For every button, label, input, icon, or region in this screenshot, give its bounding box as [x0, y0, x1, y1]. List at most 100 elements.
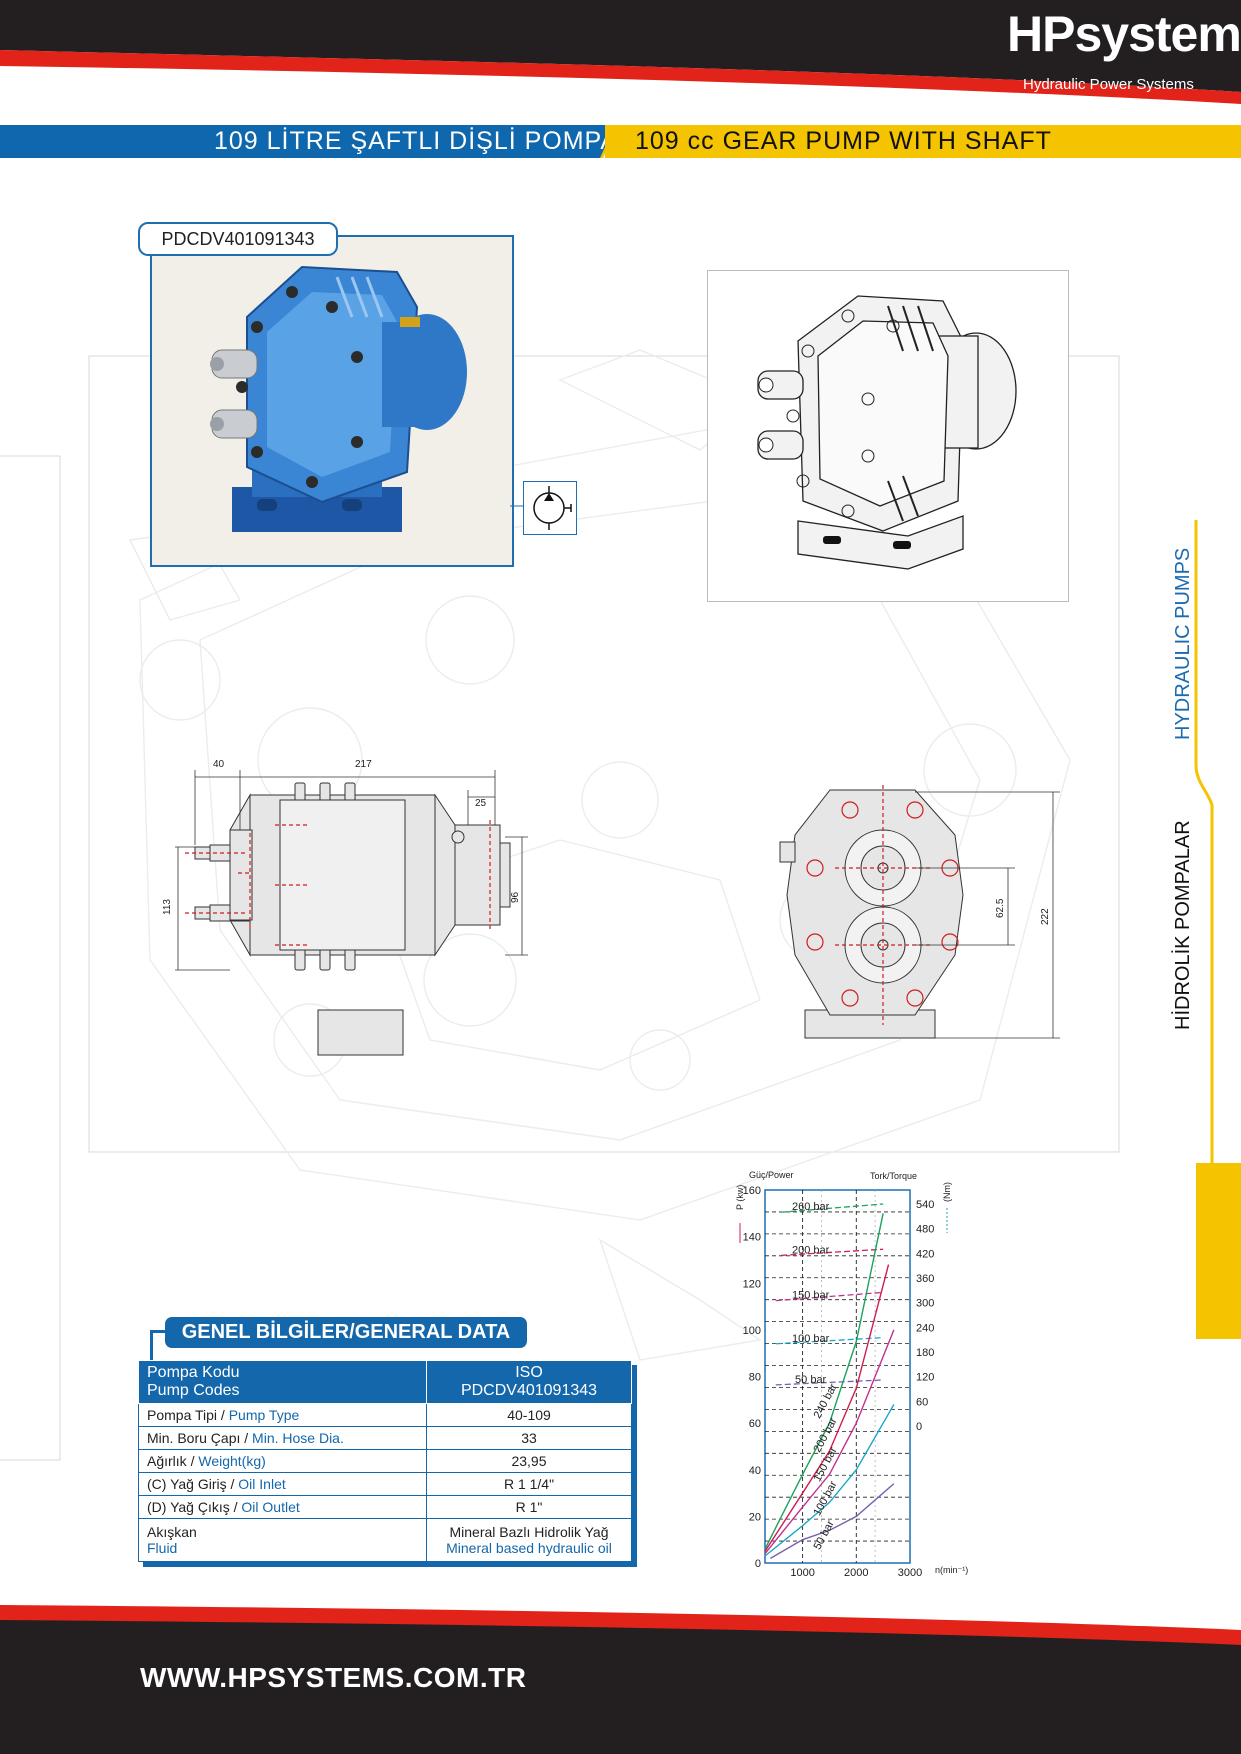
general-data-table: Pompa Kodu Pump Codes ISO PDCDV401091343… — [138, 1360, 632, 1562]
chart-ytick-left: 140 — [743, 1232, 761, 1244]
chart-ylabel-right: (Nm) — [942, 1182, 952, 1202]
side-tab-yellow-block — [1196, 1163, 1241, 1339]
chart-ytick-right: 300 — [916, 1298, 934, 1310]
pump-photo-illustration — [210, 265, 467, 532]
chart-ytick-left: 40 — [749, 1465, 761, 1477]
product-photo-frame — [150, 235, 514, 567]
row-label-en: Pump Type — [228, 1407, 300, 1423]
torque-series-line — [781, 1203, 884, 1213]
chart-ytick-left: 0 — [755, 1558, 761, 1570]
footer-band — [0, 1605, 1241, 1754]
title-english: 109 cc GEAR PUMP WITH SHAFT — [635, 127, 1052, 155]
header-pump-codes: Pompa Kodu Pump Codes — [138, 1360, 427, 1404]
row-value: 40-109 — [426, 1403, 632, 1427]
side-tab-turkish: HİDROLİK POMPALAR — [1172, 820, 1194, 1030]
title-bar-english: 109 cc GEAR PUMP WITH SHAFT — [605, 125, 1241, 158]
header-band — [0, 0, 1241, 110]
header-pump-codes-en: Pump Codes — [147, 1382, 240, 1399]
chart-ytick-left: 60 — [749, 1418, 761, 1430]
dim-113: 113 — [162, 899, 173, 915]
chart-ytick-right: 360 — [916, 1273, 934, 1285]
side-view-dimension-drawing: 40 217 25 113 96 — [162, 759, 528, 1056]
title-turkish: 109 LİTRE ŞAFTLI DİŞLİ POMPA — [214, 127, 619, 155]
chart-xtick: 2000 — [844, 1567, 868, 1578]
row-label-en: Oil Inlet — [238, 1476, 286, 1492]
power-series-line — [764, 1329, 895, 1555]
chart-ytick-right: 180 — [916, 1347, 934, 1359]
row-label-tr: Pompa Tipi / — [147, 1407, 229, 1423]
header-iso-code: PDCDV401091343 — [460, 1382, 598, 1399]
brand-logo: HPsystems Hydraulic Power Systems — [1007, 4, 1241, 100]
chart-ytick-left: 160 — [743, 1185, 761, 1197]
row-value: R 1 1/4" — [426, 1472, 632, 1496]
pump-isometric-drawing — [707, 270, 1069, 602]
row-value: 23,95 — [426, 1449, 632, 1473]
row-label-en: Min. Hose Dia. — [252, 1430, 344, 1446]
fluid-value-tr: Mineral Bazlı Hidrolik Yağ — [449, 1524, 609, 1540]
row-value: 33 — [426, 1426, 632, 1450]
front-view-dimension-drawing: 62.5 222 — [779, 785, 1060, 1039]
header-iso-label: ISO — [515, 1364, 543, 1381]
row-label-en: Oil Outlet — [241, 1499, 300, 1515]
performance-chart: Güç/Power Tork/Torque P (kw) (Nm) n(min⁻… — [735, 1170, 968, 1578]
general-data-bracket — [150, 1330, 169, 1363]
row-label-tr: (D) Yağ Çıkış / — [147, 1499, 242, 1515]
torque-series-line — [781, 1248, 884, 1257]
pump-symbol-icon — [533, 486, 572, 530]
header-iso: ISO PDCDV401091343 — [426, 1360, 632, 1404]
power-series-line — [764, 1264, 890, 1552]
brand-name: HPsystems — [1007, 6, 1241, 62]
chart-title-torque: Tork/Torque — [870, 1171, 917, 1181]
hydraulic-pump-symbol — [523, 481, 577, 535]
chart-frame: Güç/Power Tork/Torque P (kw) (Nm) n(min⁻… — [735, 1170, 968, 1575]
dim-222: 222 — [1040, 908, 1051, 925]
header-pump-codes-tr: Pompa Kodu — [147, 1364, 240, 1381]
chart-ytick-right: 420 — [916, 1248, 934, 1260]
chart-title-power: Güç/Power — [749, 1170, 794, 1180]
general-data-title: GENEL BİLGİLER/GENERAL DATA — [165, 1317, 527, 1348]
table-row: (D) Yağ Çıkış / Oil Outlet R 1" — [138, 1495, 632, 1519]
torque-series-label: 100 bar — [792, 1333, 830, 1345]
dim-62-5: 62.5 — [995, 898, 1006, 918]
chart-ylabel-left: P (kw) — [735, 1185, 745, 1210]
chart-ytick-right: 540 — [916, 1199, 934, 1211]
row-label-tr: (C) Yağ Giriş / — [147, 1476, 239, 1492]
table-header-row: Pompa Kodu Pump Codes ISO PDCDV401091343 — [138, 1360, 632, 1404]
power-series-line — [770, 1483, 895, 1559]
chart-xtick: 1000 — [790, 1567, 814, 1578]
chart-ytick-left: 100 — [743, 1325, 761, 1337]
chart-xtick: 3000 — [898, 1567, 922, 1578]
chart-ytick-right: 240 — [916, 1322, 934, 1334]
side-tab-english: HYDRAULIC PUMPS — [1172, 547, 1194, 740]
dim-25: 25 — [475, 798, 487, 809]
title-bar-turkish: 109 LİTRE ŞAFTLI DİŞLİ POMPA — [0, 125, 619, 158]
power-series-line — [764, 1213, 884, 1550]
chart-ytick-left: 80 — [749, 1372, 761, 1384]
table-row-fluid: Akışkan Fluid Mineral Bazlı Hidrolik Yağ… — [138, 1518, 632, 1562]
row-label-tr: Ağırlık / — [147, 1453, 199, 1469]
torque-series-label: 150 bar — [792, 1290, 830, 1302]
torque-series-label: 50 bar — [795, 1374, 827, 1386]
table-row: (C) Yağ Giriş / Oil Inlet R 1 1/4" — [138, 1472, 632, 1496]
side-tab-divider-line — [1194, 520, 1214, 1180]
chart-ytick-right: 480 — [916, 1224, 934, 1236]
footer-website-url[interactable]: WWW.HPSYSTEMS.COM.TR — [140, 1662, 527, 1693]
row-label-tr: Min. Boru Çapı / — [147, 1430, 253, 1446]
table-row: Min. Boru Çapı / Min. Hose Dia. 33 — [138, 1426, 632, 1450]
chart-ytick-right: 0 — [916, 1421, 922, 1433]
chart-xlabel: n(min⁻¹) — [935, 1565, 968, 1575]
row-label-en: Weight(kg) — [198, 1453, 266, 1469]
torque-series-label: 200 bar — [792, 1244, 830, 1256]
power-series-line — [764, 1404, 895, 1557]
fluid-value-en: Mineral based hydraulic oil — [446, 1540, 612, 1556]
dim-96: 96 — [510, 891, 521, 903]
product-code-tab: PDCDV401091343 — [138, 222, 338, 256]
connector-line — [510, 505, 525, 507]
dim-217: 217 — [355, 759, 372, 770]
chart-ytick-right: 60 — [916, 1396, 928, 1408]
chart-ytick-right: 120 — [916, 1372, 934, 1384]
row-value: R 1" — [426, 1495, 632, 1519]
pump-line-art — [757, 295, 1017, 570]
table-row: Ağırlık / Weight(kg) 23,95 — [138, 1449, 632, 1473]
torque-series-label: 260 bar — [792, 1201, 830, 1213]
